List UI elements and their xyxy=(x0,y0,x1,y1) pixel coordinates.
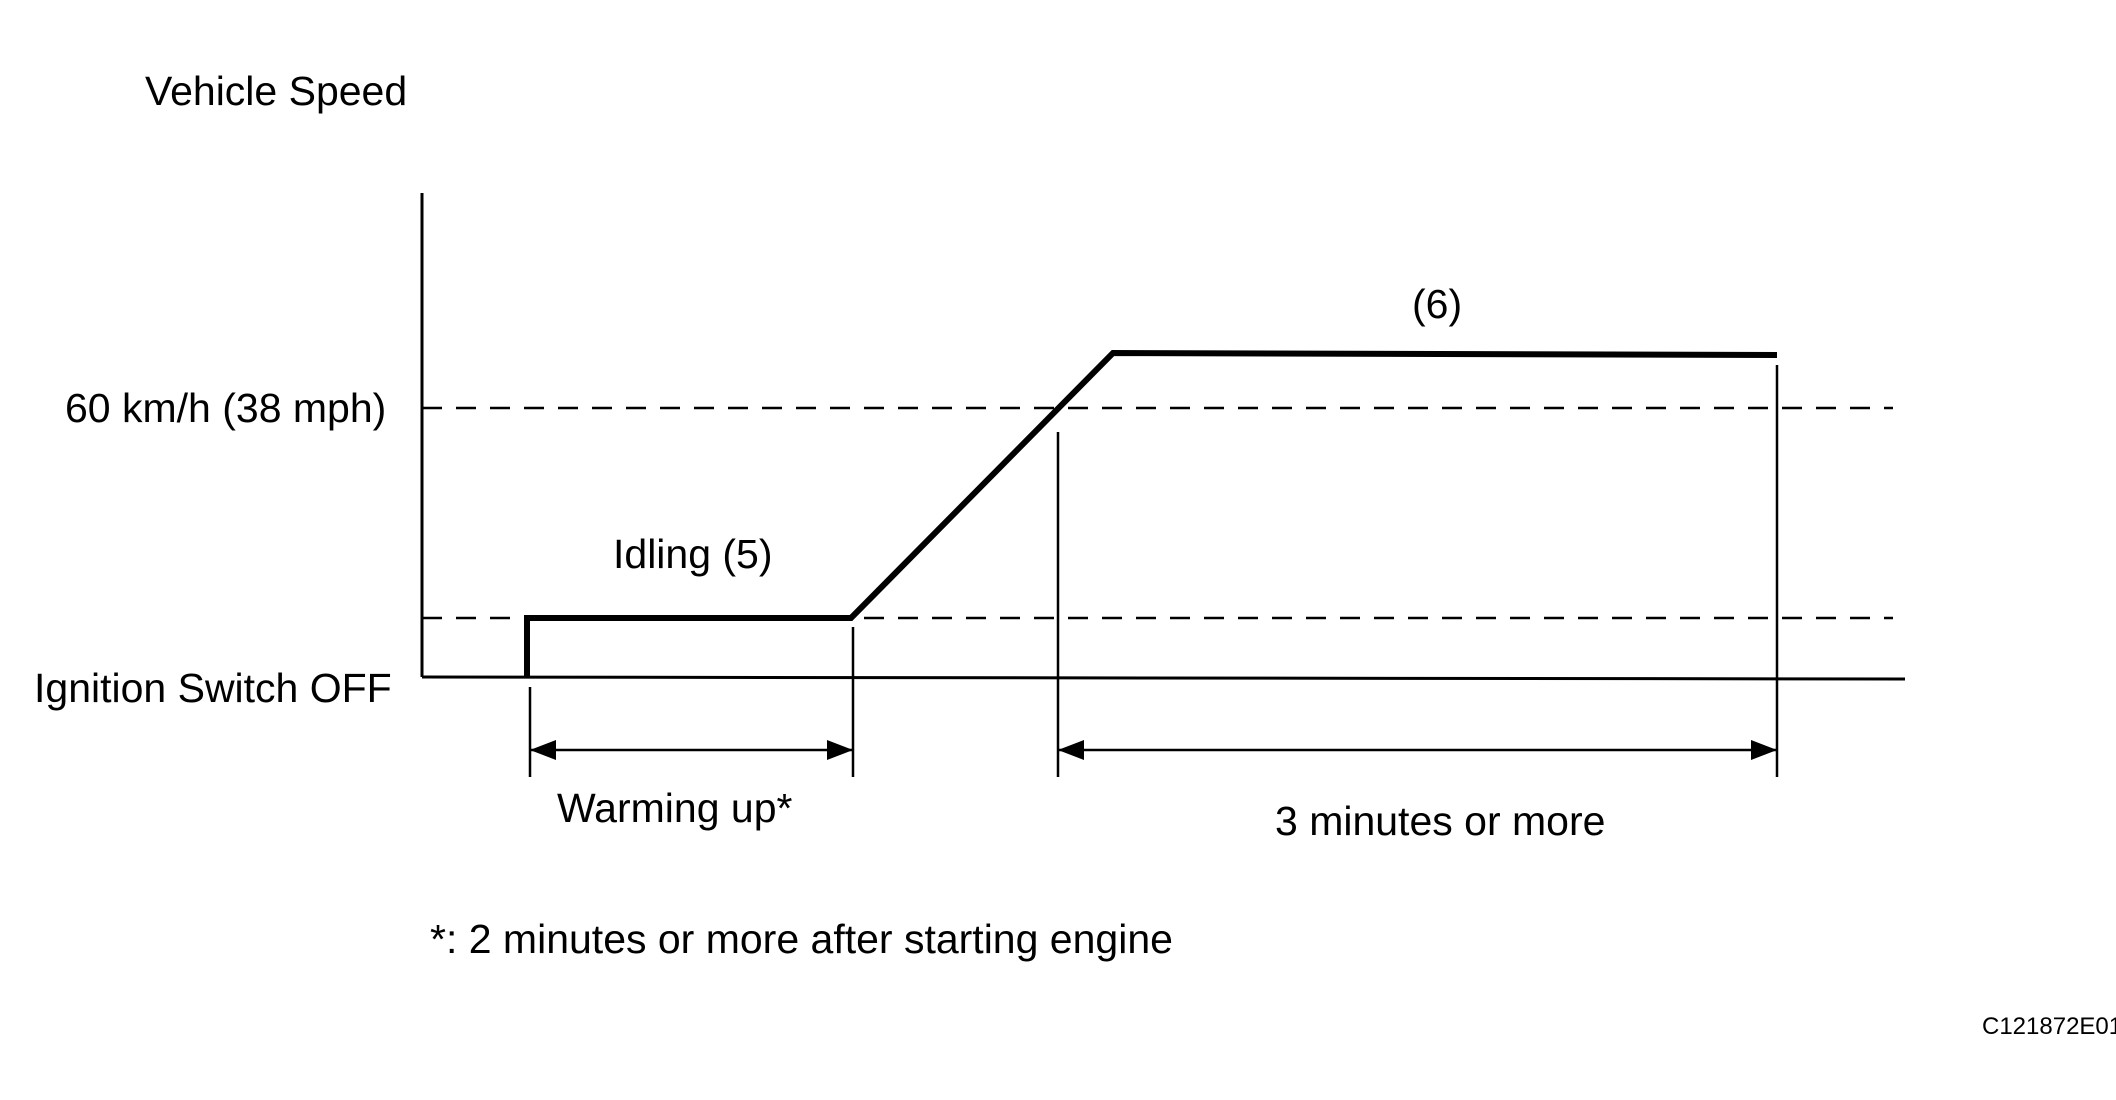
speed-profile-line xyxy=(524,349,1778,678)
baseline-label: Ignition Switch OFF xyxy=(34,665,392,711)
x-axis xyxy=(421,675,1906,681)
warming-up-arrowhead-left xyxy=(530,740,556,760)
footnote: *: 2 minutes or more after starting engi… xyxy=(430,916,1173,962)
duration-arrowhead-left xyxy=(1058,740,1084,760)
duration-arrowhead-right xyxy=(1751,740,1777,760)
duration-label: 3 minutes or more xyxy=(1275,798,1605,844)
figure-code: C121872E01 xyxy=(1982,1013,2116,1040)
warming-up-label: Warming up* xyxy=(557,785,792,831)
y-axis-label: Vehicle Speed xyxy=(145,68,407,114)
step6-label: (6) xyxy=(1412,281,1462,327)
speed-level-label: 60 km/h (38 mph) xyxy=(65,385,386,431)
warming-up-arrowhead-right xyxy=(827,740,853,760)
idling-label: Idling (5) xyxy=(613,531,773,577)
